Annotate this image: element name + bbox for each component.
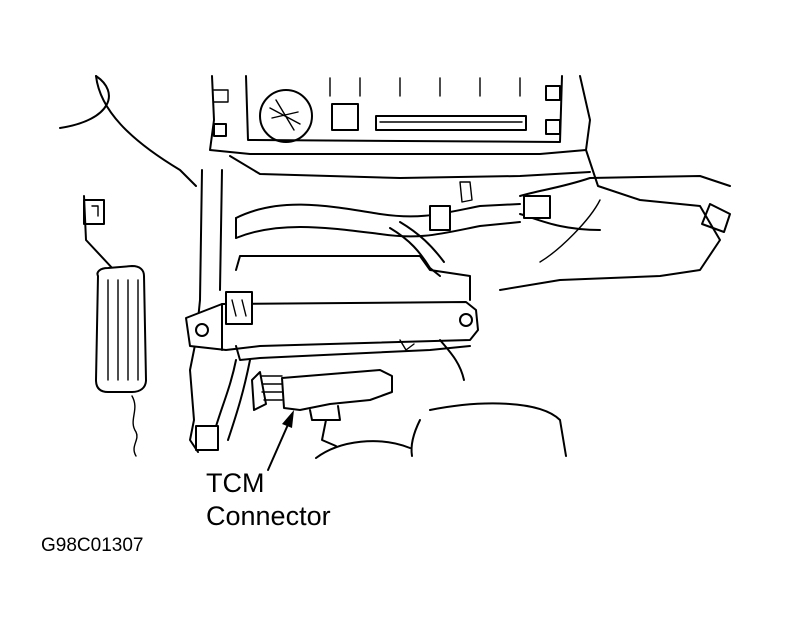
callout-arrow bbox=[267, 410, 294, 471]
wiring-harness bbox=[235, 175, 731, 277]
center-console-frame bbox=[189, 149, 721, 453]
figure-code: G98C01307 bbox=[41, 535, 144, 556]
control-knob bbox=[259, 89, 313, 143]
tcm-module bbox=[185, 255, 479, 381]
callout-label-line1: TCM bbox=[206, 468, 265, 498]
radio-head-unit bbox=[209, 75, 591, 155]
lower-harness bbox=[195, 359, 567, 459]
bracket-clip bbox=[225, 291, 253, 325]
tcm-connector-part bbox=[251, 369, 393, 421]
accelerator-pedal bbox=[83, 195, 147, 457]
callout-label-line2: Connector bbox=[206, 501, 331, 531]
steering-wheel-arc bbox=[59, 75, 197, 187]
